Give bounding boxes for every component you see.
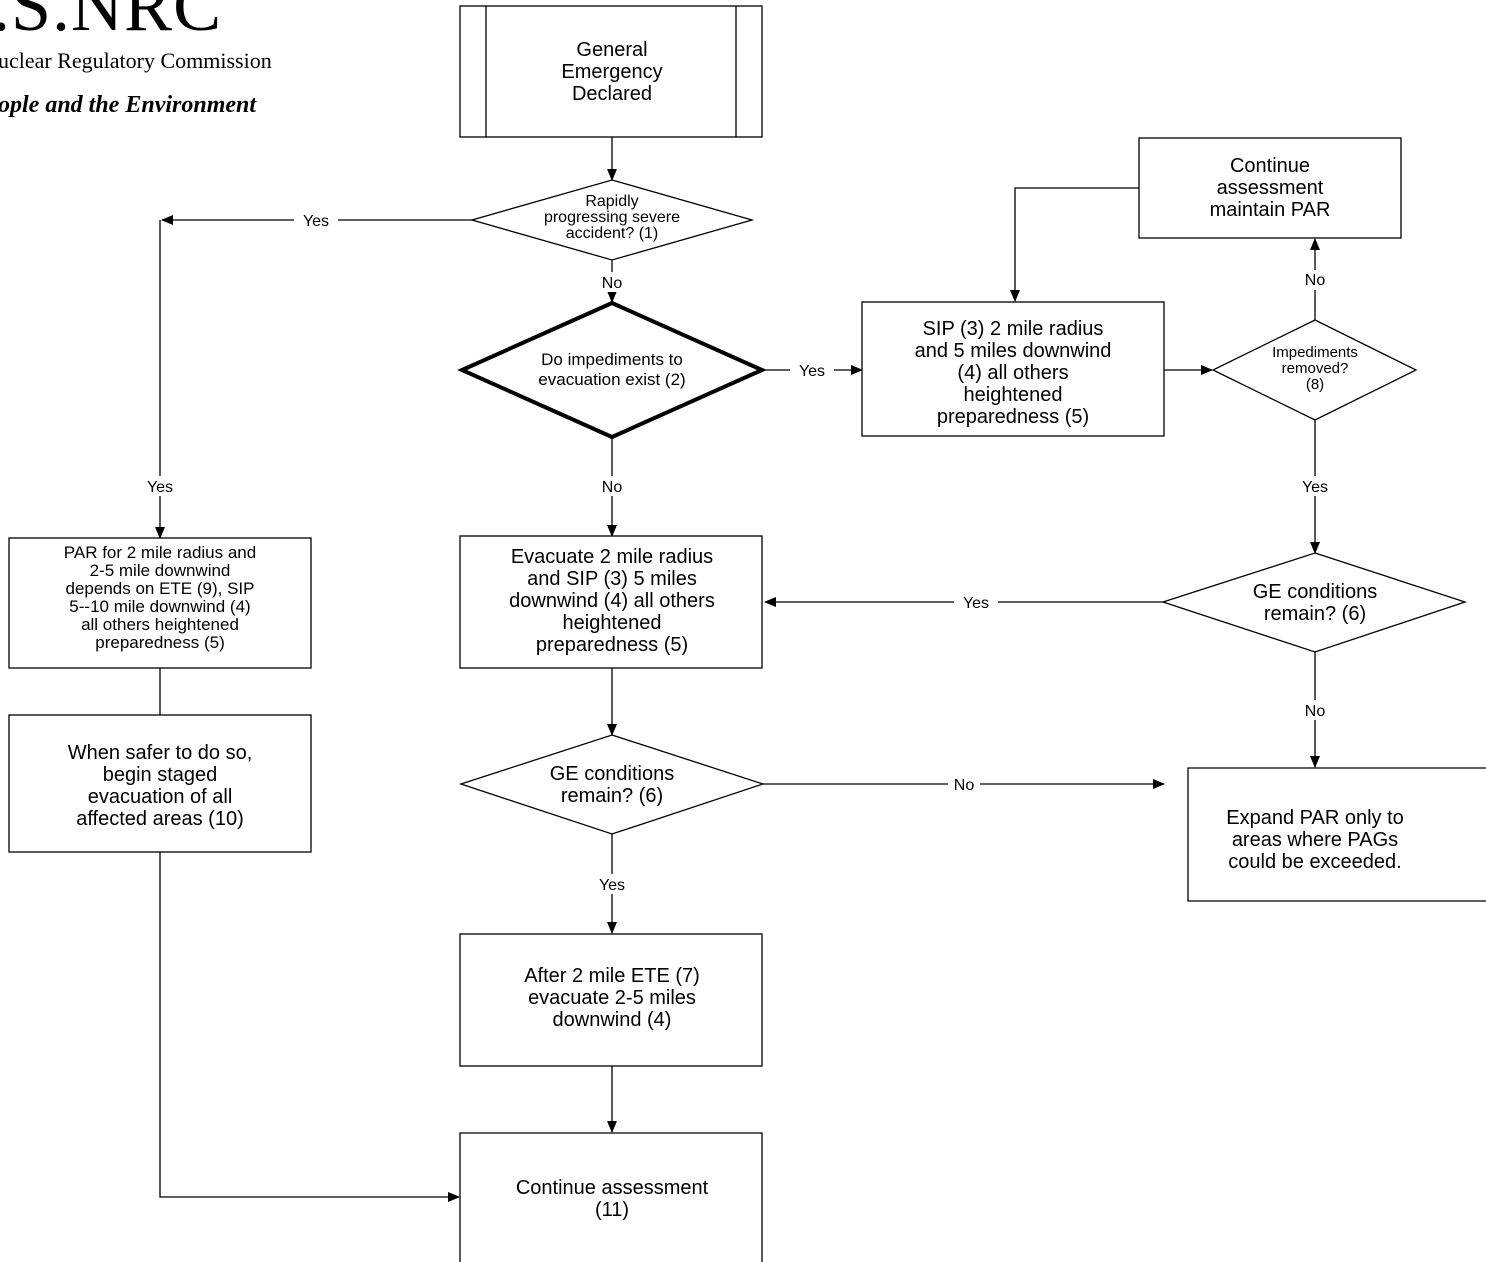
node-label-line: preparedness (5) <box>95 633 224 652</box>
logo-tagline: ople and the Environment <box>0 92 257 118</box>
edge-maintain-loop <box>1010 187 1139 302</box>
nodes <box>8 5 1486 1262</box>
label-impediments-no: No <box>602 479 623 496</box>
node-label-line: When safer to do so, <box>68 742 253 764</box>
node-rapid-decision <box>469 179 755 261</box>
node-label-line: 2-5 mile downwind <box>90 561 231 580</box>
node-label-continue-assessment: Continue assessment(11) <box>516 1177 709 1221</box>
label-ge-right-no: No <box>1305 703 1326 720</box>
edge-staged-to-continue <box>159 852 460 1202</box>
node-label-line: could be exceeded. <box>1228 851 1401 873</box>
node-label-line: all others heightened <box>81 615 239 634</box>
edge-labels: Yes No Yes No Yes No Yes Yes No No Yes <box>138 210 1337 894</box>
label-rapid-no: No <box>602 275 623 292</box>
node-ge-center-decision <box>458 734 766 835</box>
label-ge-center-yes: Yes <box>599 877 625 894</box>
node-label-line: heightened <box>563 612 662 634</box>
node-label-line: depends on ETE (9), SIP <box>66 579 255 598</box>
node-label-line: preparedness (5) <box>937 406 1089 428</box>
node-continue-assessment <box>459 1132 763 1262</box>
node-label-line: GE conditions <box>1253 581 1378 603</box>
node-label-line: evacuation of all <box>88 786 233 808</box>
label-rapid-yes: Yes <box>303 213 329 230</box>
node-label-line: progressing severe <box>544 209 680 226</box>
connectors <box>155 137 1320 1202</box>
node-label-line: (4) all others <box>957 362 1068 384</box>
node-par-box <box>8 537 312 669</box>
node-label-line: Rapidly <box>585 193 638 210</box>
node-label-line: After 2 mile ETE (7) <box>524 965 700 987</box>
node-label-line: downwind (4) <box>553 1009 672 1031</box>
node-label-line: areas where PAGs <box>1232 829 1398 851</box>
logo-mark: .S.NRC <box>0 0 222 46</box>
node-label-line: SIP (3) 2 mile radius <box>923 318 1104 340</box>
node-label-line: GE conditions <box>550 763 675 785</box>
label-left-yes: Yes <box>147 479 173 496</box>
node-evacuate-box <box>459 535 763 669</box>
node-label-line: Evacuate 2 mile radius <box>511 546 713 568</box>
node-label-line: heightened <box>964 384 1063 406</box>
node-staged-box <box>8 714 312 853</box>
node-label-line: preparedness (5) <box>536 634 688 656</box>
label-removed-yes: Yes <box>1302 479 1328 496</box>
node-label-line: Emergency <box>561 61 662 83</box>
node-label-line: and 5 miles downwind <box>915 340 1112 362</box>
node-label-line: Do impediments to <box>541 350 683 369</box>
node-label-line: Declared <box>572 83 652 105</box>
node-expand-box <box>1187 767 1486 902</box>
label-ge-right-yes: Yes <box>963 595 989 612</box>
label-ge-center-no: No <box>954 777 975 794</box>
node-label-line: accident? (1) <box>566 225 659 242</box>
node-label-line: affected areas (10) <box>76 808 244 830</box>
node-label-line: Expand PAR only to <box>1226 807 1404 829</box>
node-label-line: maintain PAR <box>1210 199 1331 221</box>
node-label-line: PAR for 2 mile radius and <box>64 543 256 562</box>
node-impediments-decision <box>457 300 767 440</box>
node-label-line: General <box>576 39 647 61</box>
node-impediments-removed <box>1211 319 1418 421</box>
node-label-line: begin staged <box>103 764 218 786</box>
node-label-line: evacuate 2-5 miles <box>528 987 696 1009</box>
node-label-line: removed? <box>1282 360 1349 377</box>
label-removed-no: No <box>1305 272 1326 289</box>
node-label-line: remain? (6) <box>1264 603 1366 625</box>
node-label-line: (8) <box>1306 376 1324 393</box>
label-impediments-yes: Yes <box>799 363 825 380</box>
node-ge-right-decision <box>1160 552 1468 653</box>
node-sip-box <box>861 301 1165 437</box>
nrc-logo: .S.NRC uclear Regulatory Commission ople… <box>0 0 272 118</box>
node-label-line: downwind (4) all others <box>509 590 715 612</box>
node-label-line: 5--10 mile downwind (4) <box>69 597 250 616</box>
node-general-emergency <box>459 5 763 138</box>
node-continue-maintain <box>1138 137 1402 239</box>
node-label-line: and SIP (3) 5 miles <box>527 568 697 590</box>
node-label-line: Continue <box>1230 155 1310 177</box>
logo-agency: uclear Regulatory Commission <box>0 48 272 73</box>
node-label-line: Impediments <box>1272 344 1358 361</box>
node-label-line: Continue assessment <box>516 1177 709 1199</box>
node-label-line: evacuation exist (2) <box>538 370 685 389</box>
node-label-line: assessment <box>1217 177 1324 199</box>
node-after-ete-box <box>459 933 763 1067</box>
node-label-line: remain? (6) <box>561 785 663 807</box>
node-label-line: (11) <box>595 1199 629 1221</box>
